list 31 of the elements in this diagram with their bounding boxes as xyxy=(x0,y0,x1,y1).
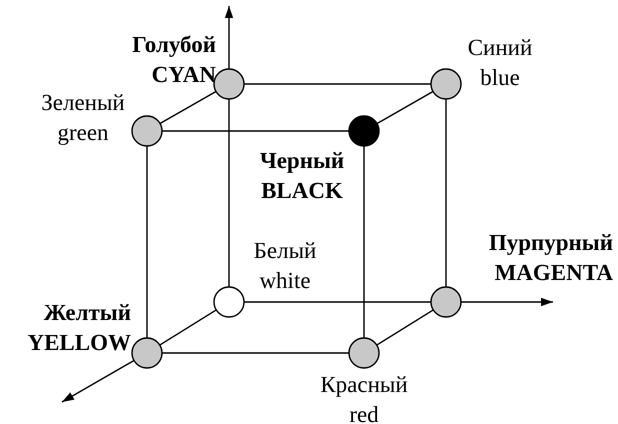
axis-arrow xyxy=(461,298,553,306)
color-name-label: YELLOW xyxy=(27,329,131,357)
cube-edge-line xyxy=(244,83,431,85)
color-name-label: Красный xyxy=(320,371,408,399)
color-name-label: Белый xyxy=(254,237,316,265)
color-name-label: white xyxy=(259,267,311,295)
cube-edge-line xyxy=(363,146,365,338)
axis-arrow xyxy=(224,6,234,69)
color-name-label: CYAN xyxy=(152,61,216,89)
color-name-label: Зеленый xyxy=(41,89,125,117)
cube-edge-line xyxy=(162,130,349,132)
cube-edge-line xyxy=(244,301,431,303)
cube-edge-line xyxy=(376,309,434,346)
color-name-label: Черный xyxy=(260,147,344,175)
cube-edge-line xyxy=(146,146,148,338)
color-name-label: Пурпурный xyxy=(488,229,613,257)
color-name-label: red xyxy=(349,401,379,424)
cube-edge-line xyxy=(376,90,434,124)
color-name-label: Желтый xyxy=(44,299,131,327)
axis-arrow xyxy=(62,360,134,403)
color-name-label: Голубой xyxy=(132,31,216,59)
cube-edge-line xyxy=(160,90,216,124)
cube-edge-line xyxy=(159,309,217,346)
cube-edge-line xyxy=(162,352,349,354)
cube-edge-line xyxy=(228,99,230,287)
cube-edge-line xyxy=(445,99,447,287)
color-name-label: BLACK xyxy=(261,177,343,205)
color-name-label: green xyxy=(57,119,109,147)
color-name-label: blue xyxy=(480,64,520,92)
color-name-label: Синий xyxy=(468,34,532,62)
color-name-label: MAGENTA xyxy=(494,259,613,287)
